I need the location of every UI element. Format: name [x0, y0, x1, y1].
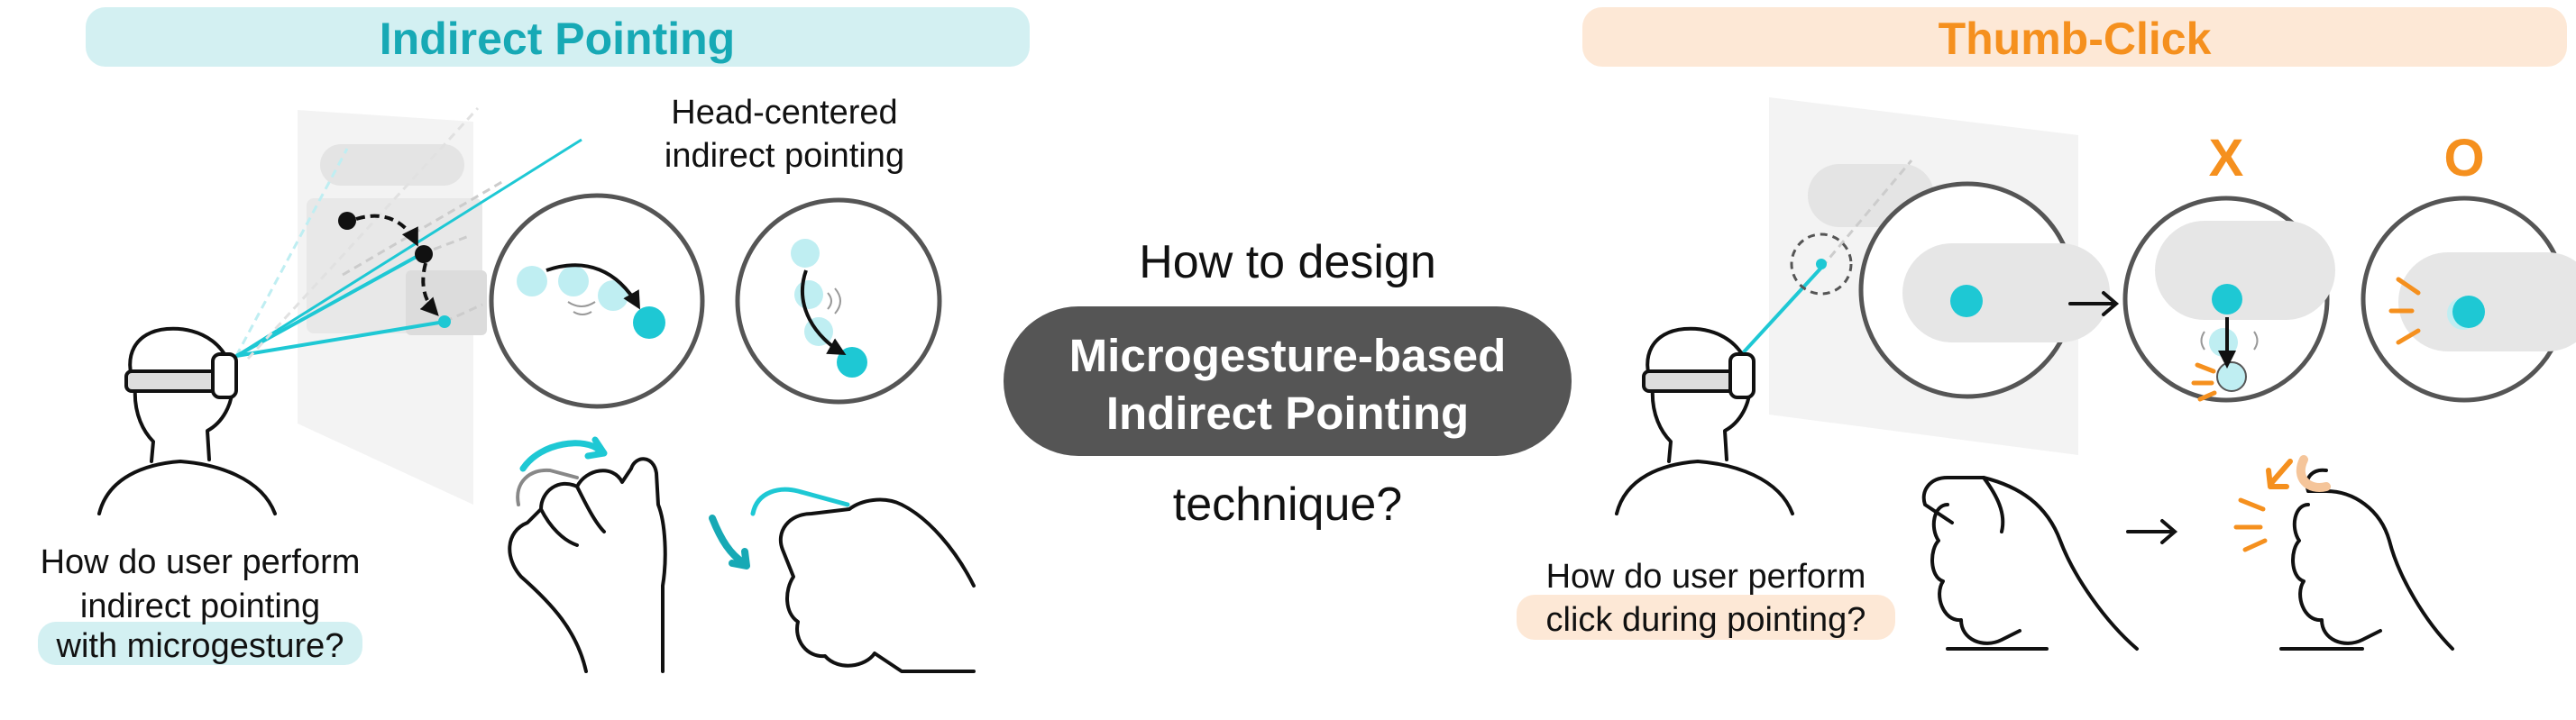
question-right-line-1: How do user perform	[1546, 558, 1866, 596]
question-highlight	[38, 622, 362, 665]
center-line-3: technique?	[1173, 478, 1402, 531]
zoom-circle-target	[1858, 181, 2110, 399]
annotation-head-centered: Head-centered	[671, 94, 897, 132]
transition-arrow	[2068, 291, 2120, 316]
center-pill	[1004, 306, 1572, 456]
zoom-circle-swipe	[489, 193, 705, 409]
question-line-2: indirect pointing	[80, 588, 320, 625]
mark-wrong: X	[2209, 129, 2244, 187]
question-line-3: with microgesture?	[56, 627, 344, 665]
thumb-click-section: Thumb-Click X	[1517, 7, 2576, 651]
center-pill-line-2: Indirect Pointing	[1106, 387, 1469, 439]
question-line-1: How do user perform	[41, 543, 361, 581]
hand-after-click-icon	[2233, 455, 2454, 651]
hand-thumb-tap-icon	[709, 487, 976, 673]
hand-transition-arrow	[2126, 519, 2178, 544]
question-highlight-right	[1517, 595, 1895, 640]
indirect-pointing-banner	[86, 7, 1030, 67]
central-question: How to design Microgesture-based Indirec…	[1004, 236, 1572, 531]
cursor-path	[338, 212, 451, 328]
zoom-circle-tap	[735, 197, 942, 405]
indirect-pointing-title: Indirect Pointing	[380, 14, 735, 64]
thumb-click-title: Thumb-Click	[1939, 14, 2212, 64]
user-head-with-headset-icon-right	[1615, 326, 1794, 515]
thumb-click-banner	[1582, 7, 2567, 67]
question-right-line-2: click during pointing?	[1546, 601, 1866, 639]
center-line-1: How to design	[1139, 236, 1436, 288]
pointing-rays	[234, 106, 582, 360]
hand-thumb-swipe-icon	[508, 436, 667, 673]
user-head-with-headset-icon	[97, 326, 277, 515]
zoom-circle-cursor-drift	[2122, 196, 2335, 403]
annotation-indirect-pointing: indirect pointing	[665, 137, 904, 175]
indirect-pointing-section: Indirect Pointing Head-	[38, 7, 1030, 673]
pointing-ray-right	[1738, 159, 1913, 358]
mark-right: O	[2443, 129, 2484, 187]
hand-before-click-icon	[1921, 476, 2139, 651]
center-pill-line-1: Microgesture-based	[1069, 330, 1507, 381]
zoom-circle-stable-click	[2361, 196, 2576, 403]
